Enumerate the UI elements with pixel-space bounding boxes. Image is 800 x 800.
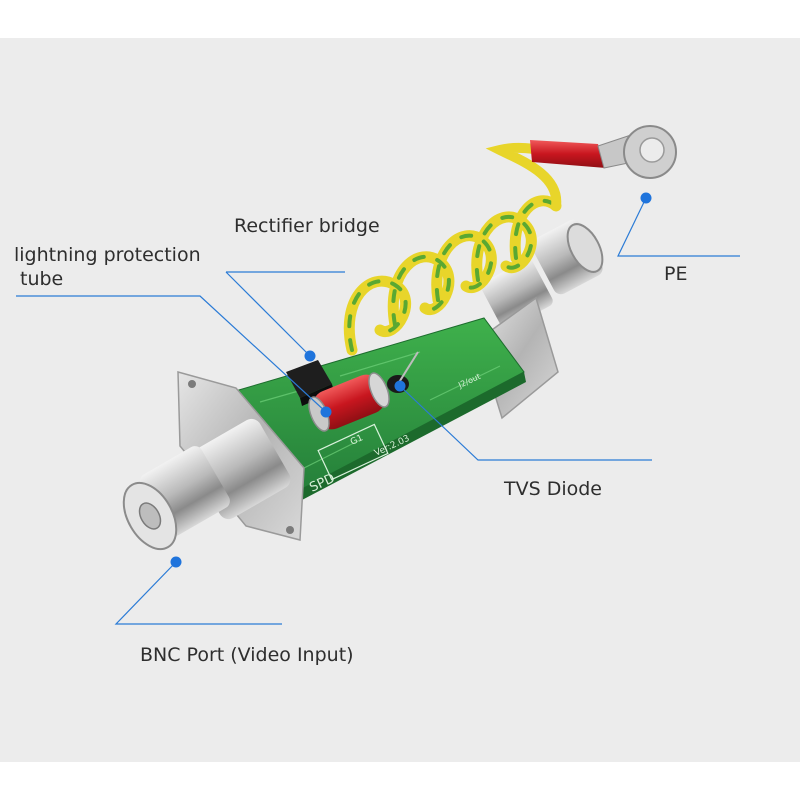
- lightning-tube-label-line1: lightning protection: [14, 244, 201, 266]
- callout-dot-lightning: [320, 406, 332, 418]
- callout-line-lightning: [16, 295, 327, 413]
- callout-line-rectifier-diag: [225, 271, 311, 357]
- callout-line-pe: [617, 197, 740, 257]
- callout-dot-rectifier: [304, 350, 316, 362]
- rectifier-bridge-label: Rectifier bridge: [234, 215, 380, 237]
- callout-dot-pe: [640, 192, 652, 204]
- lightning-tube-label-line2: tube: [20, 268, 64, 290]
- bnc-output-connector: [481, 219, 604, 329]
- callout-line-tvs: [399, 385, 652, 461]
- bnc-port-label: BNC Port (Video Input): [140, 644, 354, 666]
- pe-ring-terminal: [530, 125, 677, 179]
- tvs-diode-label: TVS Diode: [504, 478, 602, 500]
- callout-line-bnc: [114, 561, 282, 625]
- pe-label: PE: [664, 263, 688, 285]
- callout-lines: [16, 197, 740, 625]
- callout-dot-bnc: [170, 556, 182, 568]
- callout-dot-tvs: [394, 380, 406, 392]
- board-marking-g1: G1: [349, 433, 365, 447]
- lightning-protection-tube: [308, 372, 390, 432]
- bnc-input-connector: [122, 418, 291, 551]
